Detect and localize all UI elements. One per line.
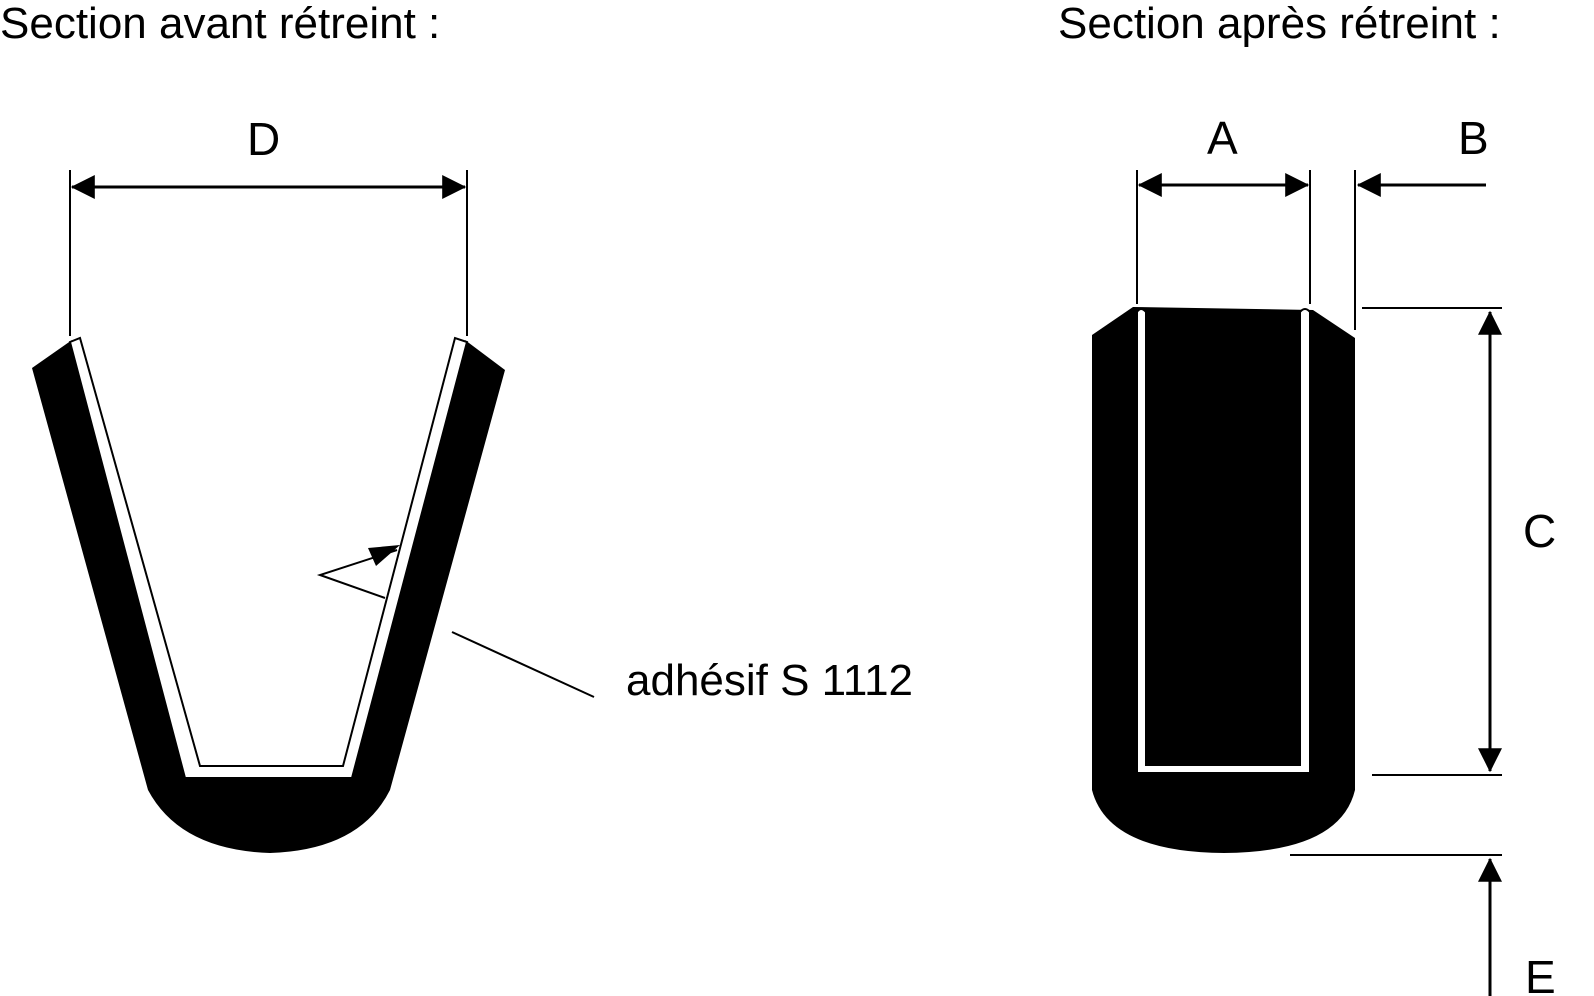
adhesive-leader-line <box>451 631 595 698</box>
adhesive-liner-before <box>68 336 469 779</box>
sleeve-before-outer <box>32 340 505 853</box>
heading-before-shrink: Section avant rétreint : <box>0 0 440 48</box>
dim-e-label: E <box>1525 951 1556 996</box>
sleeve-after-outer <box>1092 307 1355 853</box>
angle-indicator <box>316 549 398 599</box>
heading-after-shrink: Section après rétreint : <box>1058 0 1501 48</box>
section-before-shrink: D adhésif S 1112 <box>32 113 913 853</box>
dim-d-label: D <box>247 113 280 165</box>
dim-c-label: C <box>1523 505 1556 557</box>
angle-arrowhead <box>368 545 400 566</box>
adhesive-label: adhésif S 1112 <box>626 656 913 705</box>
dim-b-label: B <box>1458 112 1489 164</box>
adhesive-liner-after <box>1136 308 1311 774</box>
dim-a-label: A <box>1207 112 1238 164</box>
section-after-shrink: A B C E <box>1092 112 1556 996</box>
